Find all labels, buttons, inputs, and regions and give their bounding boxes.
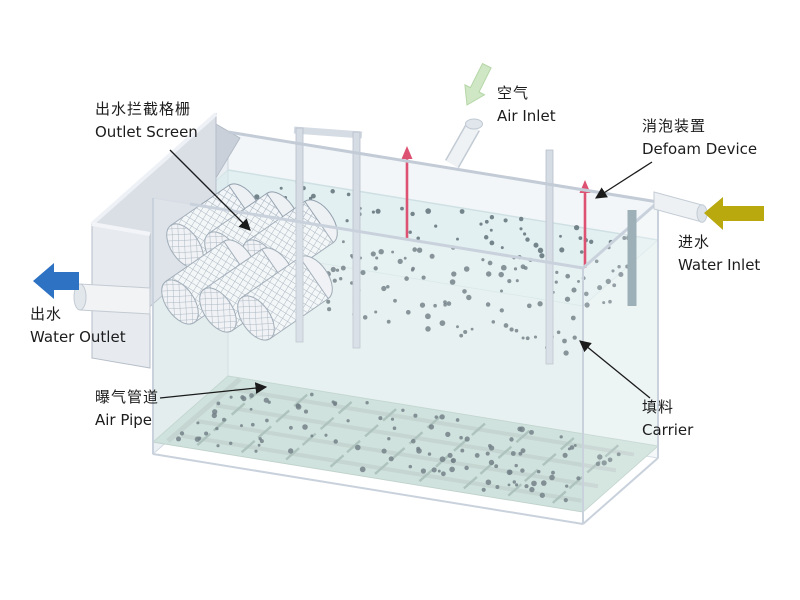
air-pipe-flange (465, 118, 483, 130)
frame-post (545, 149, 554, 365)
label-defoam-device-zh: 消泡装置 (642, 117, 707, 135)
air-pipe-grid (166, 377, 635, 504)
label-air-inlet-zh: 空气 (497, 84, 530, 102)
water-outlet-arrow-icon (33, 263, 79, 299)
tank-glass (152, 130, 659, 526)
rim-back (227, 130, 659, 204)
chamber-rim-left (90, 112, 218, 226)
label-water-inlet-zh: 进水 (678, 233, 711, 251)
flow-arrows (33, 62, 764, 299)
leader-air-pipe (159, 382, 268, 399)
label-air-pipe-zh: 曝气管道 (95, 388, 160, 406)
support-frame (293, 126, 554, 365)
edge-bottom-right (582, 457, 659, 525)
label-defoam-device: 消泡装置 Defoam Device (642, 115, 757, 161)
air-inlet-arrow-icon (464, 62, 492, 106)
label-air-inlet-en: Air Inlet (497, 107, 556, 125)
label-outlet-screen: 出水拦截格栅 Outlet Screen (95, 98, 198, 144)
leader-defoam-device (595, 161, 653, 199)
defoam-spray-arrowhead (401, 146, 413, 159)
label-defoam-device-en: Defoam Device (642, 140, 758, 158)
rim-front (189, 202, 584, 270)
frame-post (352, 131, 361, 349)
label-carrier-en: Carrier (642, 421, 694, 439)
label-outlet-screen-zh: 出水拦截格栅 (95, 100, 192, 118)
inlet-assembly (627, 191, 708, 306)
air-inlet-pipe (445, 118, 483, 168)
frame-post (295, 127, 304, 343)
label-carrier: 填料 Carrier (642, 396, 693, 442)
label-air-pipe-en: Air Pipe (95, 411, 152, 429)
chamber-rim-front (91, 222, 151, 236)
inlet-pipe-body (653, 191, 703, 223)
label-water-inlet: 进水 Water Inlet (678, 231, 760, 277)
label-water-inlet-en: Water Inlet (678, 256, 761, 274)
outlet-pipe-end (73, 283, 87, 311)
rim-right (582, 200, 659, 270)
outlet-pipe (73, 283, 151, 315)
water-inlet-arrow-icon (704, 197, 764, 230)
label-water-outlet: 出水 Water Outlet (30, 303, 126, 349)
edge-bottom-front (152, 453, 584, 525)
label-air-pipe: 曝气管道 Air Pipe (95, 386, 159, 432)
water-right-face (583, 240, 658, 512)
leader-outlet-screen (169, 149, 251, 231)
label-water-outlet-zh: 出水 (30, 305, 63, 323)
frame-beam (293, 126, 363, 139)
label-outlet-screen-en: Outlet Screen (95, 123, 198, 141)
label-water-outlet-en: Water Outlet (30, 328, 126, 346)
leader-lines (159, 149, 653, 399)
label-carrier-zh: 填料 (642, 398, 675, 416)
leader-carrier (579, 340, 651, 399)
label-air-inlet: 空气 Air Inlet (497, 82, 556, 128)
air-pipe-body (446, 123, 479, 168)
outlet-screen-cylinders (161, 183, 338, 341)
